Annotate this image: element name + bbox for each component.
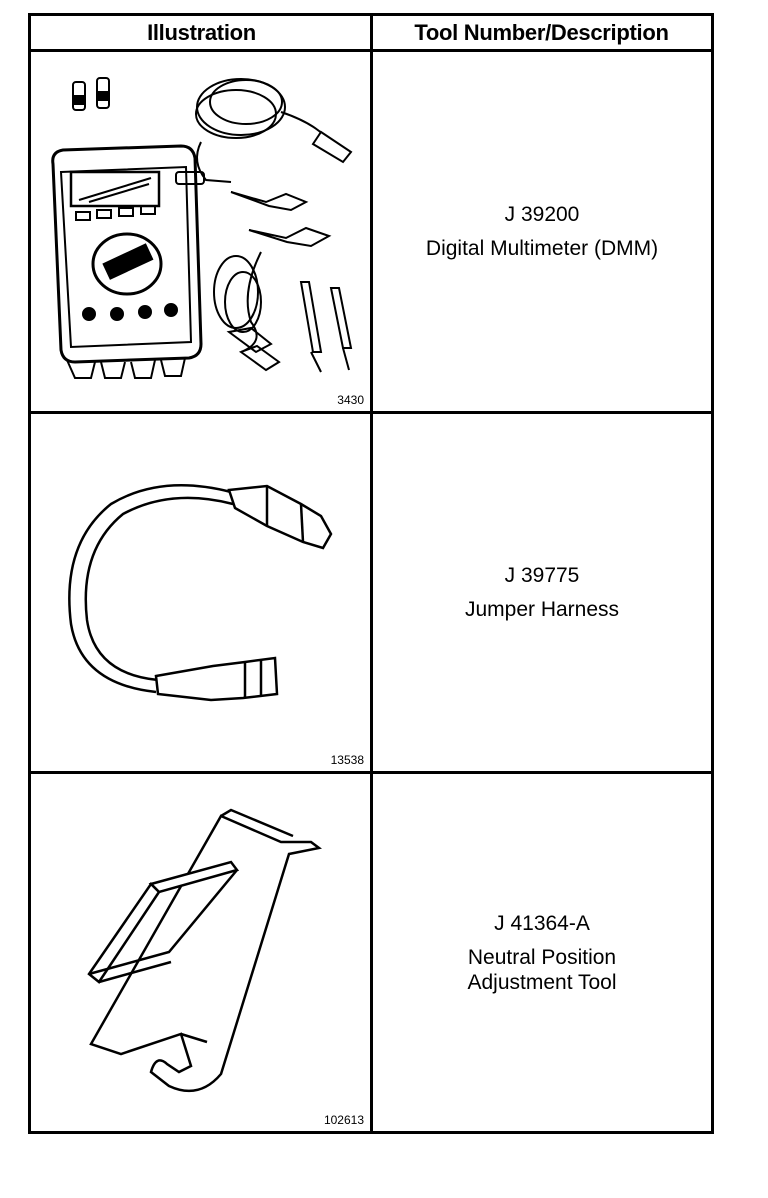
tool-description-cell: J 41364-A Neutral Position Adjustment To… <box>373 774 711 1131</box>
table-row: 3430 J 39200 Digital Multimeter (DMM) <box>31 52 711 414</box>
header-illustration: Illustration <box>31 16 372 52</box>
tool-name: Neutral Position Adjustment Tool <box>467 945 617 994</box>
test-lead-icon <box>175 78 353 373</box>
multimeter-body-icon <box>51 144 203 379</box>
neutral-position-tool-icon <box>87 808 322 1093</box>
header-tool-number: Tool Number/Description <box>372 16 711 52</box>
figure-number: 13538 <box>330 753 364 767</box>
tool-description-cell: J 39775 Jumper Harness <box>373 414 711 771</box>
tool-name: Jumper Harness <box>464 598 620 621</box>
illustration-cell: 102613 <box>31 774 370 1131</box>
tool-number: J 41364-A <box>494 911 590 935</box>
column-divider <box>370 16 373 1131</box>
figure-number: 3430 <box>337 393 364 407</box>
table-row: 102613 J 41364-A Neutral Position Adjust… <box>31 774 711 1131</box>
table-row: 13538 J 39775 Jumper Harness <box>31 414 711 774</box>
digital-multimeter-kit-icon <box>51 77 353 379</box>
tool-number: J 39775 <box>504 564 580 587</box>
jumper-harness-icon <box>68 484 333 702</box>
tool-number: J 39200 <box>504 203 580 226</box>
fuse-icon <box>72 77 110 111</box>
figure-number: 102613 <box>323 1113 364 1127</box>
tool-description-cell: J 39200 Digital Multimeter (DMM) <box>373 52 711 411</box>
illustration-cell: 3430 <box>31 52 370 411</box>
tool-name: Digital Multimeter (DMM) <box>425 237 659 260</box>
tool-table: Illustration Tool Number/Description <box>28 13 714 1134</box>
illustration-cell: 13538 <box>31 414 370 771</box>
